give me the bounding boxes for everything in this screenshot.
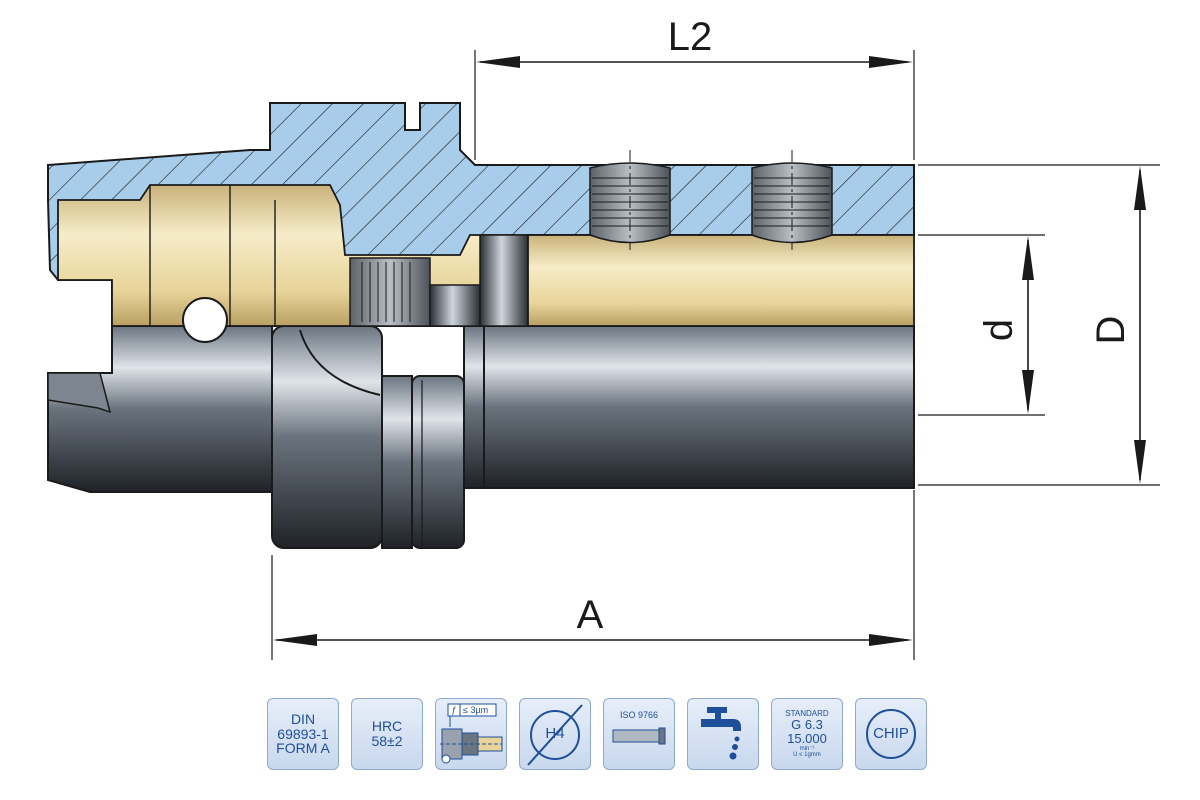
badge-chip: CHIP <box>855 698 927 770</box>
coolant-thread <box>349 257 431 327</box>
badge-h4-label: H4 <box>545 725 565 743</box>
badge-iso: ISO 9766 <box>603 698 675 770</box>
badge-balancing-speed: 15.000 <box>787 730 827 746</box>
badge-hrc: HRC 58±2 <box>351 698 423 770</box>
clamping-screw-holes <box>589 150 833 250</box>
dimension-lines: L2 A d D <box>271 15 1160 660</box>
coolant-icon <box>701 707 741 760</box>
badge-balancing-unit: min⁻¹ <box>799 745 815 752</box>
dim-label-L2: L2 <box>668 15 713 59</box>
badge-runout: ƒ ≤ 3µm <box>435 698 507 770</box>
h4-tolerance-icon <box>527 704 583 766</box>
feature-badges: DIN 69893-1 FORM A HRC 58±2 ƒ ≤ 3µm H4 I… <box>267 698 927 770</box>
dim-label-d: d <box>977 319 1021 341</box>
badge-din: DIN 69893-1 FORM A <box>267 698 339 770</box>
badge-balancing-grade: G 6.3 <box>791 717 823 733</box>
lower-body <box>47 325 915 549</box>
badge-din-line-2: 69893-1 <box>277 725 329 742</box>
shank-icon <box>612 727 666 745</box>
badge-din-line-3: FORM A <box>276 740 330 757</box>
cross-hole <box>182 297 228 343</box>
chip-icon: CHIP <box>866 709 916 759</box>
badge-h4: H4 <box>519 698 591 770</box>
dim-label-A: A <box>577 593 604 637</box>
badge-runout-label: ≤ 3µm <box>463 705 489 715</box>
runout-icon: ƒ <box>440 703 503 764</box>
badge-balancing-top: STANDARD <box>785 708 829 718</box>
bore <box>527 234 915 327</box>
badge-balancing: STANDARD G 6.3 15.000 min⁻¹ U ≤ 1gmm <box>771 698 843 770</box>
badge-coolant <box>687 698 759 770</box>
badge-hrc-line-1: HRC <box>371 718 403 735</box>
badge-balancing-bottom: U ≤ 1gmm <box>793 751 821 758</box>
badge-chip-label: CHIP <box>873 725 909 743</box>
tool-holder-drawing: L2 A d D <box>47 15 1160 660</box>
dim-label-D: D <box>1089 316 1133 345</box>
badge-hrc-line-2: 58±2 <box>371 733 403 749</box>
svg-text:ƒ: ƒ <box>451 705 456 715</box>
upper-section <box>47 102 915 343</box>
badge-din-line-1: DIN <box>290 710 316 727</box>
badge-iso-label: ISO 9766 <box>619 710 659 720</box>
